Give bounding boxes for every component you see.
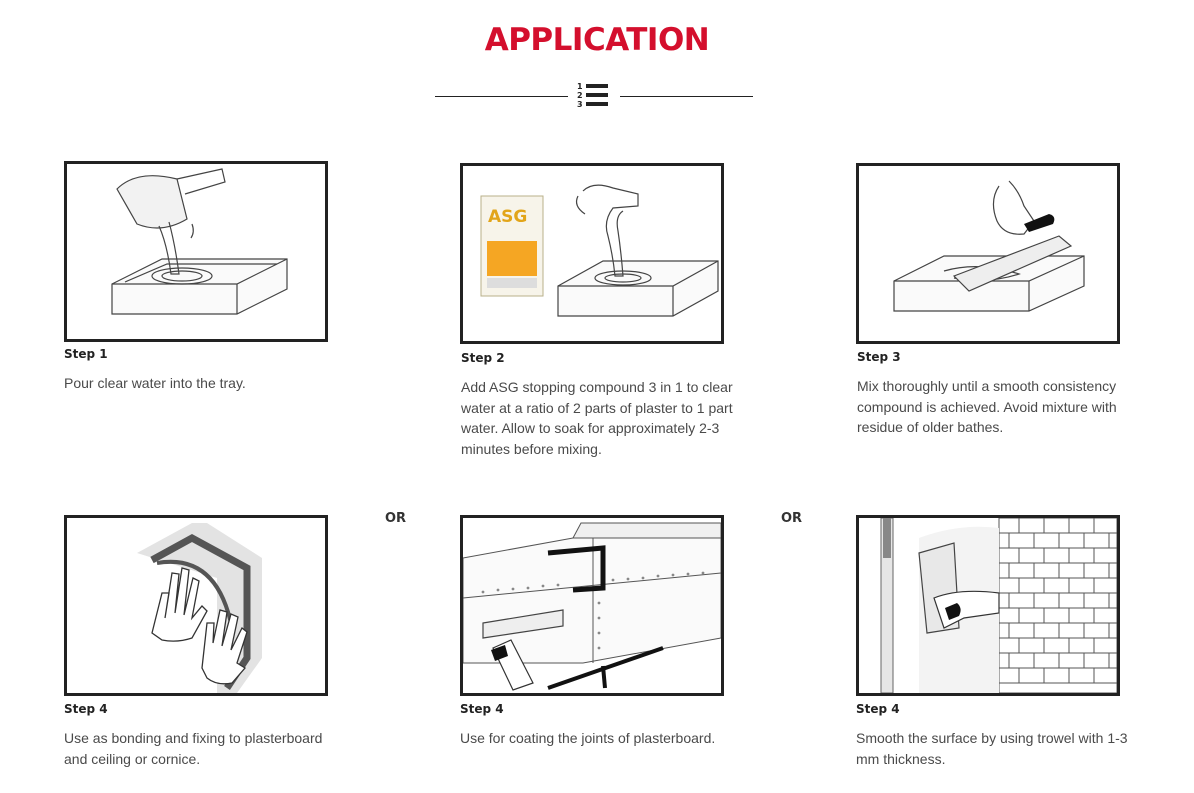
step-4b-label: Step 4: [460, 702, 504, 716]
pouring-bucket-icon: [111, 168, 288, 315]
step-4b-text: Use for coating the joints of plasterboa…: [460, 730, 716, 746]
step-4a-text: Use as bonding and fixing to plasterboar…: [64, 730, 323, 767]
list-number-3: 3: [577, 100, 583, 109]
step-3-illustration: [856, 163, 1120, 344]
page-title: APPLICATION: [484, 22, 710, 58]
or-separator-1: OR: [385, 511, 407, 526]
hands-on-cornice-icon: [137, 523, 262, 693]
list-number-1: 1: [577, 82, 583, 91]
bag-brand-text: ASG: [488, 207, 527, 227]
step-1-text: Pour clear water into the tray.: [64, 375, 246, 391]
adding-compound-icon: ASG: [480, 184, 719, 317]
step-4b-illustration: [460, 515, 724, 696]
trowel-mixing-icon: [893, 180, 1085, 312]
title-divider-right: [620, 96, 753, 97]
step-3-label: Step 3: [857, 350, 901, 364]
step-2-label: Step 2: [461, 351, 505, 365]
or-separator-2: OR: [781, 511, 803, 526]
step-4c-text: Smooth the surface by using trowel with …: [856, 730, 1128, 767]
step-3-text: Mix thoroughly until a smooth consistenc…: [857, 378, 1117, 435]
step-1-label: Step 1: [64, 347, 108, 361]
step-2-text: Add ASG stopping compound 3 in 1 to clea…: [461, 379, 733, 457]
list-number-2: 2: [577, 91, 583, 100]
step-4a-illustration: [64, 515, 328, 696]
step-1-illustration: [64, 161, 328, 342]
title-divider-left: [435, 96, 568, 97]
step-4a-label: Step 4: [64, 702, 108, 716]
trowel-brick-wall-icon: [880, 518, 1117, 693]
plasterboard-joints-icon: [463, 522, 721, 691]
step-4c-label: Step 4: [856, 702, 900, 716]
numbered-list-icon: 1 2 3: [577, 82, 608, 109]
step-2-illustration: ASG: [460, 163, 724, 344]
step-4c-illustration: [856, 515, 1120, 696]
